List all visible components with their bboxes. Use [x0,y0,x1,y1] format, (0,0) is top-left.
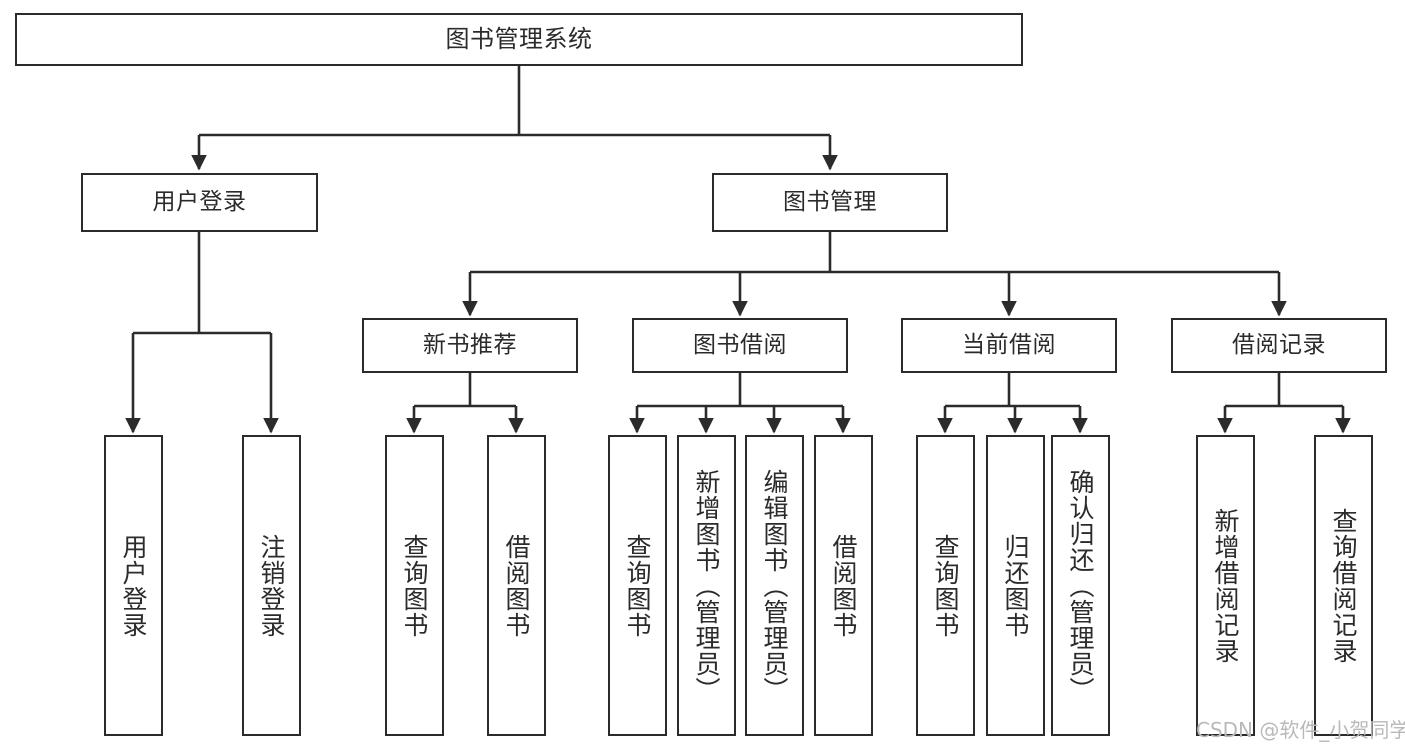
leaf-user-login-signout[interactable]: 注销登录 [242,435,301,736]
node-label: 用户登录 [119,533,148,638]
leaf-borrow-borrow-book[interactable]: 借阅图书 [814,435,873,736]
node-label: 查询图书 [623,533,652,638]
leaf-borrow-query-book[interactable]: 查询图书 [608,435,667,736]
node-label: 注销登录 [257,533,286,638]
node-label: 查询图书 [931,533,960,638]
node-user-login[interactable]: 用户登录 [81,173,318,232]
leaf-current-query-book[interactable]: 查询图书 [916,435,975,736]
node-label: 借阅图书 [829,533,858,638]
node-new-book-recommend[interactable]: 新书推荐 [362,318,578,373]
node-label: 新增借阅记录 [1211,507,1240,664]
node-current-borrow[interactable]: 当前借阅 [901,318,1117,373]
node-label: 当前借阅 [962,332,1056,359]
node-label: 图书管理 [783,189,877,216]
node-book-borrow[interactable]: 图书借阅 [632,318,848,373]
leaf-new-book-query[interactable]: 查询图书 [385,435,444,736]
node-label: 图书管理系统 [445,24,593,53]
csdn-watermark: CSDN @软件_小贺同学 [1196,718,1405,742]
node-label: 新书推荐 [423,332,517,359]
leaf-current-return-book[interactable]: 归还图书 [986,435,1045,736]
leaf-borrow-edit-book[interactable]: 编辑图书（管理员） [745,435,804,736]
leaf-current-confirm-return[interactable]: 确认归还（管理员） [1051,435,1110,736]
node-label: 借阅记录 [1232,332,1326,359]
node-root-system[interactable]: 图书管理系统 [15,13,1023,66]
node-label: 归还图书 [1001,533,1030,638]
leaf-new-book-borrow[interactable]: 借阅图书 [487,435,546,736]
node-label: 查询借阅记录 [1329,507,1358,664]
node-label: 确认归还（管理员） [1066,468,1095,703]
leaf-user-login-signin[interactable]: 用户登录 [104,435,163,736]
node-label: 新增图书（管理员） [692,468,721,703]
node-label: 用户登录 [152,189,247,216]
leaf-borrow-add-book[interactable]: 新增图书（管理员） [677,435,736,736]
node-label: 编辑图书（管理员） [760,468,789,703]
node-book-management[interactable]: 图书管理 [712,173,948,232]
node-label: 查询图书 [400,533,429,638]
leaf-records-query-record[interactable]: 查询借阅记录 [1314,435,1373,736]
leaf-records-add-record[interactable]: 新增借阅记录 [1196,435,1255,736]
node-borrow-records[interactable]: 借阅记录 [1171,318,1387,373]
node-label: 图书借阅 [693,332,787,359]
node-label: 借阅图书 [502,533,531,638]
